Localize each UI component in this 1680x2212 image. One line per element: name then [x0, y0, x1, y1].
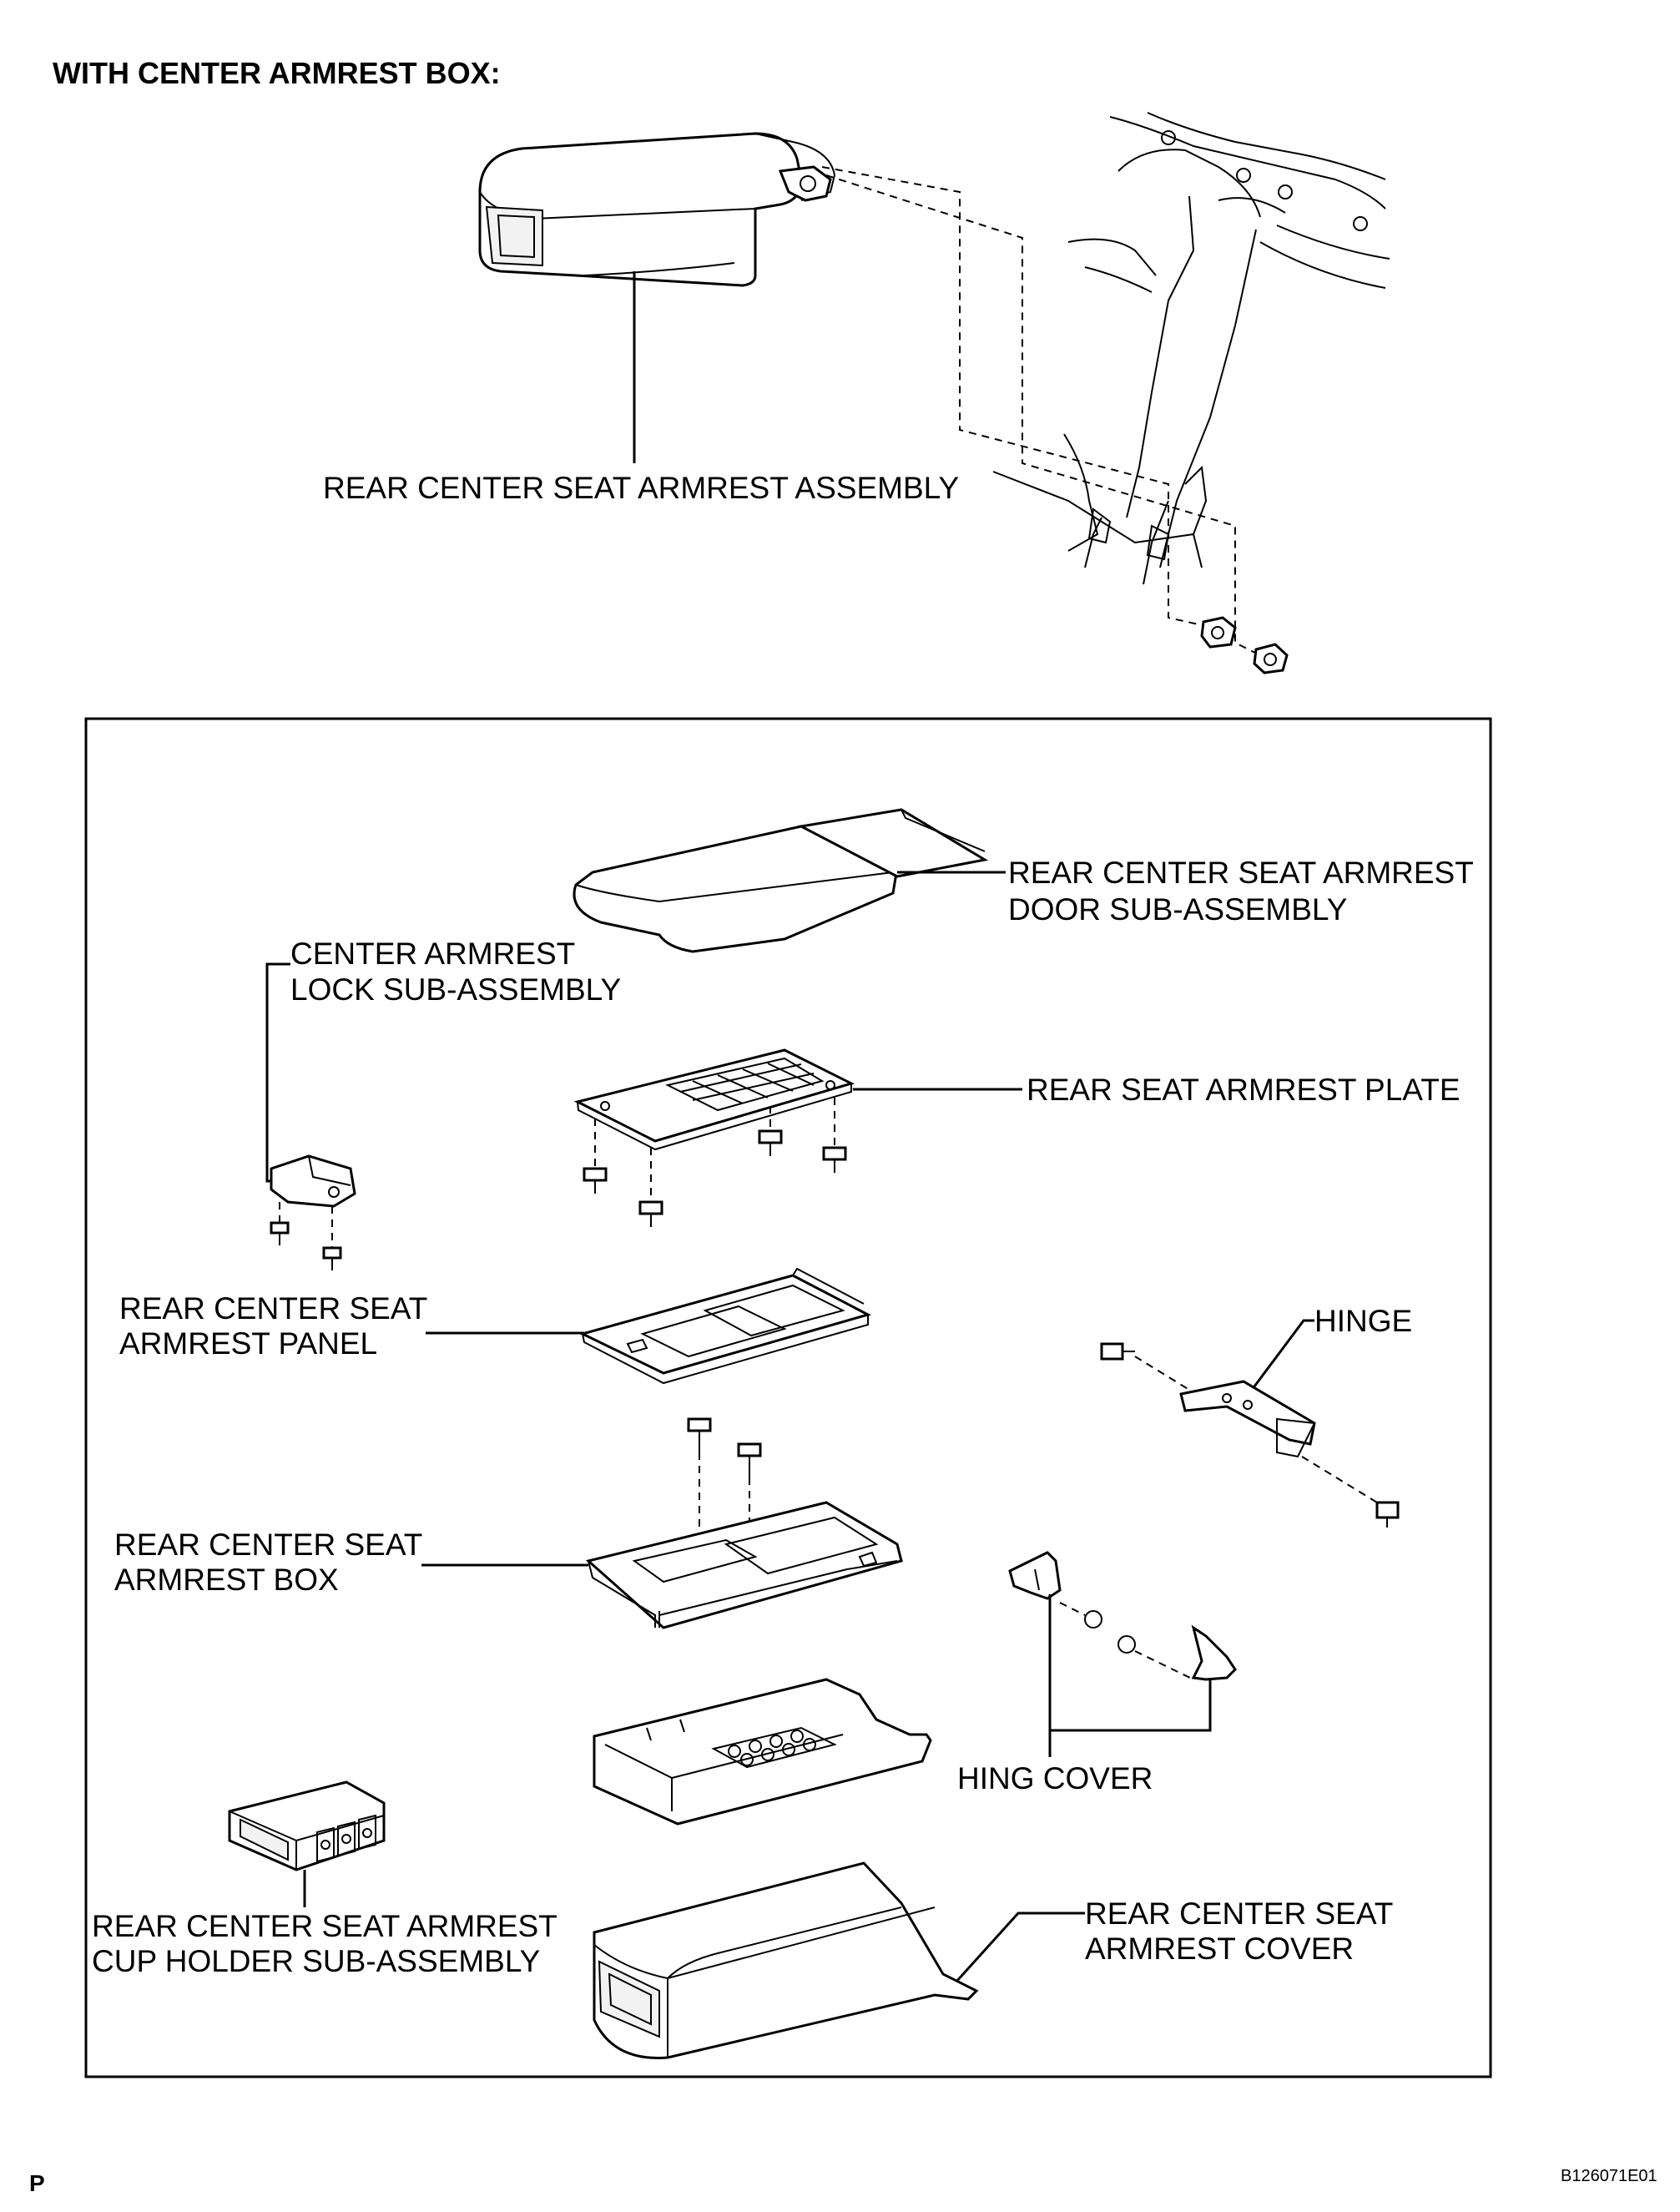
mount-line-right	[825, 174, 1269, 660]
label-box-line2: ARMREST BOX	[114, 1563, 339, 1597]
section-header: WITH CENTER ARMREST BOX:	[53, 56, 501, 90]
cup-holder-part	[228, 1780, 386, 1871]
footer-figure-id: B126071E01	[1561, 2167, 1657, 2185]
leader-lock	[265, 962, 290, 1183]
box-insert-part	[593, 1678, 932, 1826]
seat-back-illustration	[992, 112, 1390, 674]
mount-line-left	[821, 166, 1207, 627]
label-lock-line2: LOCK SUB-ASSEMBLY	[290, 972, 621, 1007]
label-hinge: HINGE	[1314, 1304, 1412, 1338]
label-hinge-cover: HING COVER	[957, 1761, 1153, 1795]
armrest-assembly-illustration	[478, 132, 836, 287]
label-cup-holder-line2: CUP HOLDER SUB-ASSEMBLY	[92, 1944, 540, 1978]
exploded-view-frame	[84, 717, 1492, 2078]
leader-cover	[954, 1912, 1085, 1984]
lock-part	[270, 1154, 356, 1270]
label-lock-line1: CENTER ARMREST	[290, 937, 575, 971]
hinge-part	[1100, 1342, 1400, 1528]
panel-part	[578, 1267, 872, 1385]
hinge-cover-parts	[1008, 1551, 1237, 1681]
plate-part	[573, 1048, 855, 1151]
plate-screws	[583, 1098, 847, 1227]
label-cover-line1: REAR CENTER SEAT	[1085, 1896, 1393, 1931]
armrest-cover-part	[593, 1861, 979, 2059]
leader-hinge-cover	[1048, 1594, 1212, 1732]
box-part	[585, 1501, 903, 1629]
label-panel-line1: REAR CENTER SEAT	[119, 1291, 427, 1326]
footer-page-mark: P	[29, 2170, 45, 2196]
label-plate: REAR SEAT ARMREST PLATE	[1027, 1073, 1461, 1107]
label-door-line2: DOOR SUB-ASSEMBLY	[1008, 892, 1347, 927]
label-door-line1: REAR CENTER SEAT ARMREST	[1008, 856, 1474, 890]
label-armrest-assembly: REAR CENTER SEAT ARMREST ASSEMBLY	[323, 471, 959, 505]
label-cover-line2: ARMREST COVER	[1085, 1932, 1354, 1966]
leader-hinge	[1250, 1319, 1314, 1391]
label-cup-holder-line1: REAR CENTER SEAT ARMREST	[92, 1909, 557, 1943]
box-screws	[687, 1417, 762, 1561]
armrest-door-part	[573, 808, 989, 953]
label-panel-line2: ARMREST PANEL	[119, 1326, 377, 1361]
label-box-line1: REAR CENTER SEAT	[114, 1528, 422, 1562]
